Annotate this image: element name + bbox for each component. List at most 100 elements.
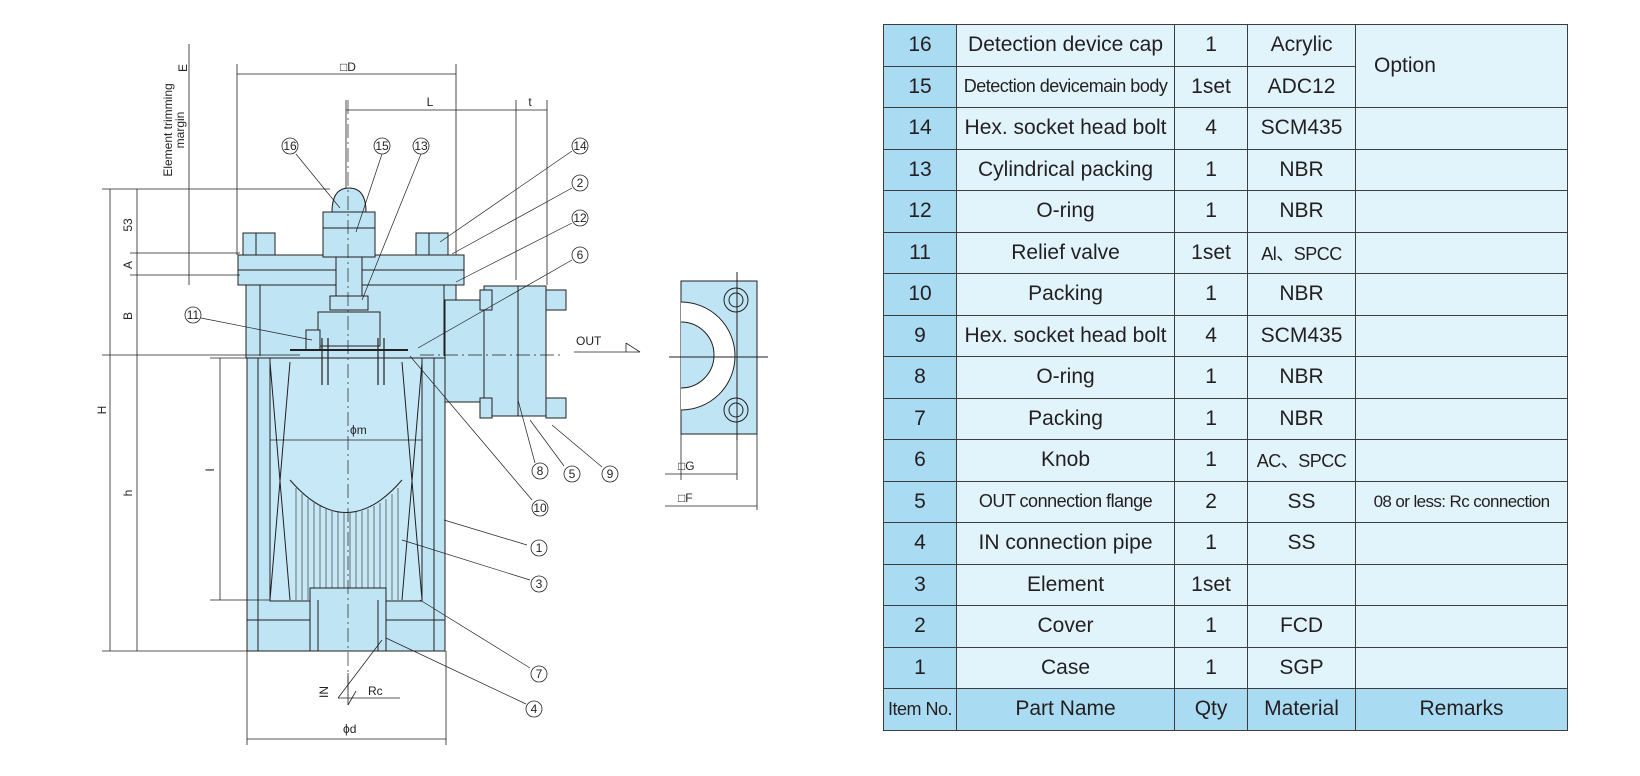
part-name-cell: Detection device cap [956, 24, 1176, 67]
item-no-cell: 14 [882, 107, 958, 150]
callout-13: 13 [414, 139, 428, 153]
out-connection-pipe [444, 299, 488, 403]
dim-h: h [121, 490, 135, 497]
out-label: OUT [576, 334, 602, 348]
dim-E: E [176, 64, 190, 72]
filter-element [269, 357, 423, 602]
qty-cell: 1 [1174, 439, 1249, 482]
table-row: 15 Detection devicemain body 1set ADC12 [882, 65, 1568, 108]
material-cell: Al、SPCC [1247, 231, 1357, 274]
qty-cell: 1 [1174, 646, 1249, 689]
remarks-cell [1355, 605, 1569, 648]
callout-9: 9 [607, 467, 614, 481]
header-item-no: Item No. [882, 688, 958, 731]
dim-Rc: Rc [368, 684, 383, 698]
item-no-cell: 7 [882, 397, 958, 440]
table-row: 8 O-ring 1 NBR [882, 356, 1569, 399]
element-trimming-label-line2: margin [173, 112, 187, 149]
element-trimming-label-line1: Element trimming [161, 83, 175, 176]
parts-list-table: 16 Detection device cap 1 Acrylic Option… [882, 24, 1569, 731]
remarks-cell [1355, 148, 1569, 191]
callout-11: 11 [187, 308, 200, 322]
table-row: 10 Packing 1 NBR [882, 273, 1569, 316]
part-name-cell: Cylindrical packing [956, 148, 1176, 191]
item-no-cell: 2 [882, 605, 958, 648]
remarks-cell [1355, 646, 1569, 689]
part-name-cell: Cover [956, 605, 1176, 648]
item-no-cell: 4 [882, 522, 958, 565]
in-label: IN [317, 686, 331, 698]
part-name-cell: O-ring [956, 190, 1176, 233]
remarks-cell [1355, 522, 1569, 565]
qty-cell: 1 [1174, 148, 1249, 191]
qty-cell: 1set [1174, 563, 1249, 606]
dim-F: □F [678, 491, 693, 505]
table-row: 14 Hex. socket head bolt 4 SCM435 [882, 107, 1569, 150]
dim-A: A [121, 261, 135, 269]
table-row: 5 OUT connection flange 2 SS 08 or less:… [882, 480, 1569, 523]
material-cell: Acrylic [1247, 24, 1357, 67]
callout-7: 7 [536, 667, 543, 681]
callout-3: 3 [536, 577, 543, 591]
material-cell: FCD [1247, 605, 1357, 648]
dimension-lines [102, 44, 758, 745]
callout-8: 8 [537, 464, 544, 478]
material-cell [1247, 563, 1357, 606]
part-name-cell: IN connection pipe [956, 522, 1176, 565]
part-name-cell: Element [956, 563, 1176, 606]
element-pleats [295, 488, 399, 600]
remarks-cell [1355, 190, 1569, 233]
qty-cell: 1 [1174, 273, 1249, 316]
dim-t: t [528, 95, 532, 109]
item-no-cell: 6 [882, 439, 958, 482]
callout-1: 1 [536, 541, 543, 555]
remarks-cell [1355, 563, 1569, 606]
callout-numbers: 16 15 13 14 2 12 6 11 8 5 9 10 1 3 7 4 [187, 139, 614, 716]
remarks-cell [1355, 314, 1569, 357]
remarks-cell: Option [1355, 24, 1569, 108]
remarks-cell: 08 or less: Rc connection [1355, 480, 1569, 523]
dim-G: □G [678, 459, 695, 473]
part-name-cell: Case [956, 646, 1176, 689]
callout-12: 12 [573, 211, 587, 225]
callout-6: 6 [577, 248, 584, 262]
callout-14: 14 [573, 139, 587, 153]
table-row: 13 Cylindrical packing 1 NBR [882, 148, 1569, 191]
qty-cell: 1set [1174, 231, 1249, 274]
flange-side-view [669, 272, 768, 440]
table-header-row: Item No. Part Name Qty Material Remarks [882, 688, 1569, 731]
dim-I: I [203, 468, 217, 471]
callout-2: 2 [577, 176, 584, 190]
part-name-cell: Hex. socket head bolt [956, 107, 1176, 150]
dimension-labels: □D L t ϕm ϕd Rc □G □F OUT 53 A B H h I E… [95, 60, 695, 736]
qty-cell: 1 [1174, 190, 1249, 233]
material-cell: SS [1247, 480, 1357, 523]
item-no-cell: 1 [882, 646, 958, 689]
material-cell: AC、SPCC [1247, 439, 1357, 482]
qty-cell: 4 [1174, 107, 1249, 150]
qty-cell: 1 [1174, 397, 1249, 440]
header-material: Material [1247, 688, 1357, 731]
item-no-cell: 11 [882, 231, 958, 274]
filter-cross-section-drawing: 16 15 13 14 2 12 6 11 8 5 9 10 1 3 7 4 □… [95, 44, 768, 745]
qty-cell: 1set [1174, 65, 1249, 108]
qty-cell: 4 [1174, 314, 1249, 357]
material-cell: ADC12 [1247, 65, 1357, 108]
table-row: 3 Element 1set [882, 563, 1569, 606]
callout-10: 10 [533, 501, 547, 515]
qty-cell: 1 [1174, 522, 1249, 565]
dim-D: □D [340, 60, 356, 74]
table-row: 7 Packing 1 NBR [882, 397, 1569, 440]
item-no-cell: 16 [882, 24, 958, 67]
header-remarks: Remarks [1355, 688, 1569, 731]
item-no-cell: 5 [882, 480, 958, 523]
item-no-cell: 10 [882, 273, 958, 316]
table-row: 9 Hex. socket head bolt 4 SCM435 [882, 314, 1569, 357]
item-no-cell: 9 [882, 314, 958, 357]
remarks-cell [1355, 356, 1569, 399]
part-name-cell: Packing [956, 273, 1176, 316]
table-row: 4 IN connection pipe 1 SS [882, 522, 1569, 565]
dim-H: H [95, 406, 109, 415]
table-row: 16 Detection device cap 1 Acrylic Option [882, 24, 1569, 108]
table-row: 6 Knob 1 AC、SPCC [882, 439, 1569, 482]
